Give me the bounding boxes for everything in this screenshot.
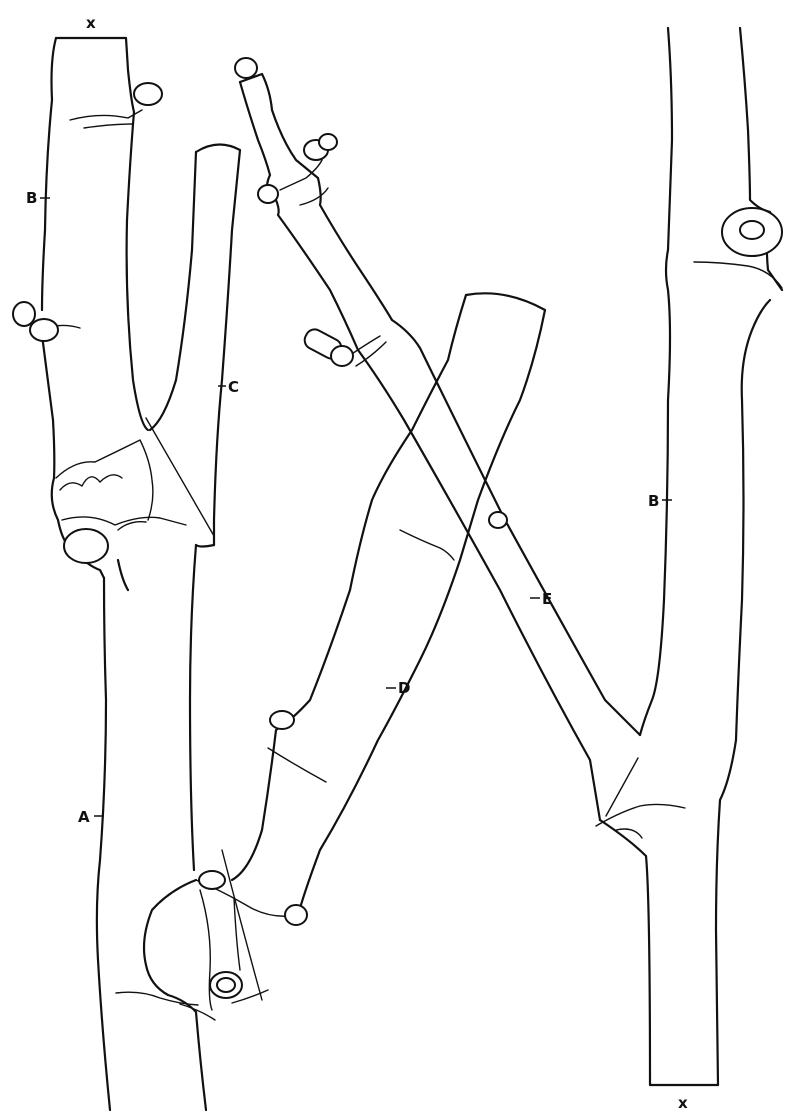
label-d: D (398, 679, 410, 697)
shoot-d (232, 293, 545, 915)
bud (134, 83, 162, 105)
bud (319, 134, 337, 150)
bud (489, 512, 507, 528)
bud (13, 302, 35, 326)
label-b-right: B (648, 492, 659, 510)
stem-b-right (596, 28, 782, 1085)
bud (199, 871, 225, 889)
bud (30, 319, 58, 341)
label-c: C (228, 378, 239, 396)
bud (740, 221, 764, 239)
bud (64, 529, 108, 563)
stem-a (40, 38, 196, 1110)
label-bottom-cut: x (678, 1094, 688, 1112)
label-e: E (542, 590, 552, 608)
bud (270, 711, 294, 729)
bud (217, 978, 235, 992)
label-top-cut: x (86, 14, 96, 32)
shoot-e (240, 74, 640, 820)
label-a: A (78, 808, 90, 826)
shoot-c (146, 144, 240, 546)
bud (285, 905, 307, 925)
bud (331, 346, 353, 366)
bud (258, 185, 278, 203)
labels: x B C D E A B x (26, 14, 688, 1112)
label-b-left: B (26, 189, 37, 207)
bud (235, 58, 257, 78)
